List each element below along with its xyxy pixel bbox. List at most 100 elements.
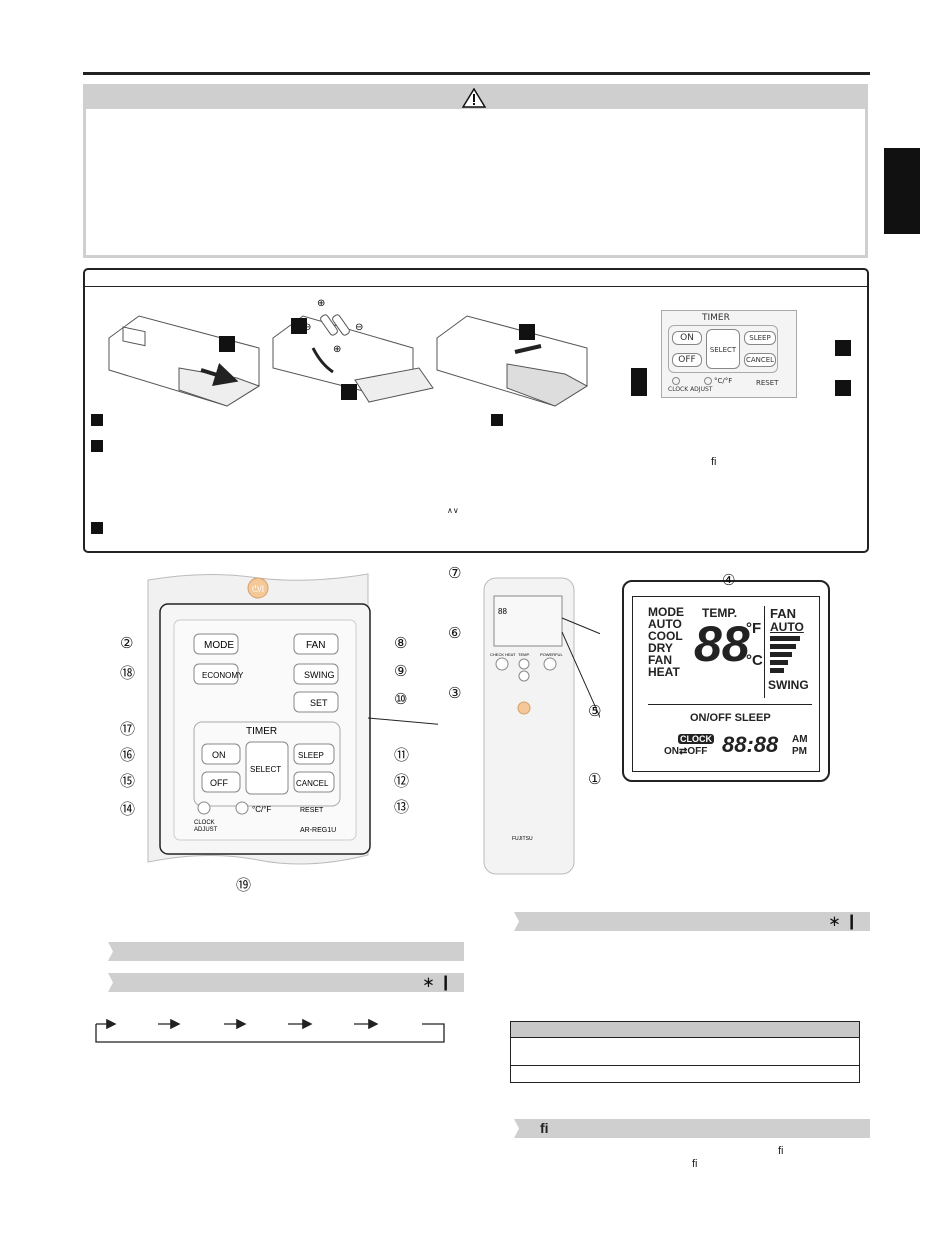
section-bar-fi: fi <box>514 1119 870 1138</box>
cf-label: °C/°F <box>714 377 733 385</box>
callout-powerful: ⑤ <box>588 702 602 720</box>
callout-reset: ⑬ <box>394 798 410 816</box>
svg-text:ADJUST: ADJUST <box>194 827 218 833</box>
battery-header-line <box>85 286 867 287</box>
off-button: OFF <box>210 778 228 788</box>
lcd-mode-dry: DRY <box>648 641 673 655</box>
lcd-pm: PM <box>792 746 807 757</box>
reset-label: RESET <box>756 379 779 387</box>
svg-text:CHECK HEAT: CHECK HEAT <box>490 652 516 657</box>
full-remote-illustration: 88 CHECK HEAT TEMP. POWERFUL FUJITSU <box>483 577 600 875</box>
lcd-onoff-sleep: ON/OFF SLEEP <box>690 712 771 724</box>
fi-glyph-2: fi <box>692 1158 698 1170</box>
text-step-4 <box>491 414 503 426</box>
fan-button: FAN <box>306 640 325 651</box>
callout-swing: ⑨ <box>394 662 408 680</box>
callout-fan: ⑧ <box>394 634 408 652</box>
callout-power: ① <box>588 770 602 788</box>
callout-check: ⑥ <box>448 624 462 642</box>
table-header <box>510 1021 860 1038</box>
battery-steps-illustration: ⊕ ⊖ ⊖ ⊕ <box>108 298 588 407</box>
warning-box <box>83 84 868 258</box>
lcd-am: AM <box>792 734 808 745</box>
lcd-fan-label: FAN <box>770 606 796 621</box>
remote-close-cover <box>436 315 588 407</box>
svg-text:TEMP.: TEMP. <box>518 652 530 657</box>
clock-adjust-button[interactable] <box>672 377 680 385</box>
callout-on: ⑯ <box>120 746 136 764</box>
callout-top: ⑦ <box>448 564 462 582</box>
lcd-temp-digits: 88 <box>694 616 750 672</box>
text-step-1 <box>91 414 103 426</box>
step-marker-7 <box>835 340 851 356</box>
step-marker-4 <box>519 324 535 340</box>
timer-on-button[interactable]: ON <box>672 331 702 345</box>
step-marker-1 <box>219 336 235 352</box>
section-bar-left-1 <box>108 942 464 961</box>
step-marker-8 <box>835 380 851 396</box>
lcd-mode-label: MODE <box>648 605 684 619</box>
lcd-mode-cool: COOL <box>648 629 683 643</box>
remote-closeup-illustration: ⏻/I MODE ECONOMY FAN SWING SET TIMER ON … <box>147 573 438 865</box>
lcd-swing: SWING <box>768 678 809 692</box>
lcd-mode-fan: FAN <box>648 653 672 667</box>
cf-button[interactable] <box>704 377 712 385</box>
table-row <box>510 1038 860 1066</box>
warning-triangle-icon <box>462 88 486 108</box>
mode-cycle-diagram <box>95 1018 445 1043</box>
lcd-modes: MODE AUTO COOL DRY FAN HEAT <box>648 606 690 678</box>
brand-label: FUJITSU <box>512 836 533 842</box>
lcd-frame <box>632 596 820 772</box>
section-bar-fi-label: fi <box>540 1120 549 1136</box>
step-marker-6 <box>631 380 647 396</box>
sleep-button: SLEEP <box>298 751 324 760</box>
model-label: AR-REG1U <box>300 827 336 834</box>
arrows-glyph: ∧∨ <box>447 506 459 515</box>
timer-select-button[interactable]: SELECT <box>706 329 740 369</box>
section-bar-right-1: ∗ ❙ <box>514 912 870 931</box>
lcd-clock: CLOCK <box>678 734 714 744</box>
lcd-hline <box>648 704 812 705</box>
warning-header <box>86 87 865 109</box>
timer-title: TIMER <box>246 726 277 737</box>
timer-off-button[interactable]: OFF <box>672 353 702 367</box>
section-bar-left-2-label: ∗ ❙ <box>422 973 452 991</box>
plus-sign: ⊕ <box>317 298 325 309</box>
set-button: SET <box>310 698 328 708</box>
text-step-2 <box>91 440 103 452</box>
lcd-fan-auto: AUTO <box>770 620 804 634</box>
svg-text:⊖: ⊖ <box>303 322 311 333</box>
callout-economy: ⑱ <box>120 664 136 682</box>
lcd-mode-auto: AUTO <box>648 617 682 631</box>
lcd-mode-heat: HEAT <box>648 665 680 679</box>
reset-label: RESET <box>300 807 324 814</box>
svg-text:88: 88 <box>498 607 507 616</box>
fi-glyph-1: fi <box>778 1145 784 1157</box>
timer-group <box>668 325 778 373</box>
callout-select: ⑰ <box>120 720 136 738</box>
section-bar-left-2: ∗ ❙ <box>108 973 464 992</box>
power-symbol: ⏻/I <box>252 584 264 594</box>
callout-display: ④ <box>722 571 736 589</box>
clock-adjust-label: CLOCK ADJUST <box>668 386 713 393</box>
callout-set: ⑩ <box>394 690 408 708</box>
callout-clock: ⑭ <box>120 800 136 818</box>
top-rule <box>83 72 870 75</box>
lcd-on-off: ON⇄OFF <box>664 746 708 757</box>
remote-batteries: ⊕ ⊖ ⊖ ⊕ <box>272 298 434 403</box>
table-row <box>510 1066 860 1083</box>
svg-text:⊕: ⊕ <box>333 344 341 355</box>
svg-text:⊖: ⊖ <box>355 322 363 333</box>
lcd-callout <box>622 580 830 782</box>
lcd-unit-c: °C <box>746 652 763 669</box>
remote-open-cover-1 <box>108 315 261 407</box>
lcd-fan-bars <box>770 636 800 673</box>
timer-sleep-button[interactable]: SLEEP <box>744 331 776 345</box>
callout-off: ⑮ <box>120 772 136 790</box>
timer-cancel-button[interactable]: CANCEL <box>744 353 776 367</box>
callout-cf: ⑲ <box>236 876 252 894</box>
callout-temp: ③ <box>448 684 462 702</box>
timer-label: TIMER <box>702 313 730 323</box>
language-tab <box>884 148 920 234</box>
lcd-temp-label: TEMP. <box>702 606 738 620</box>
